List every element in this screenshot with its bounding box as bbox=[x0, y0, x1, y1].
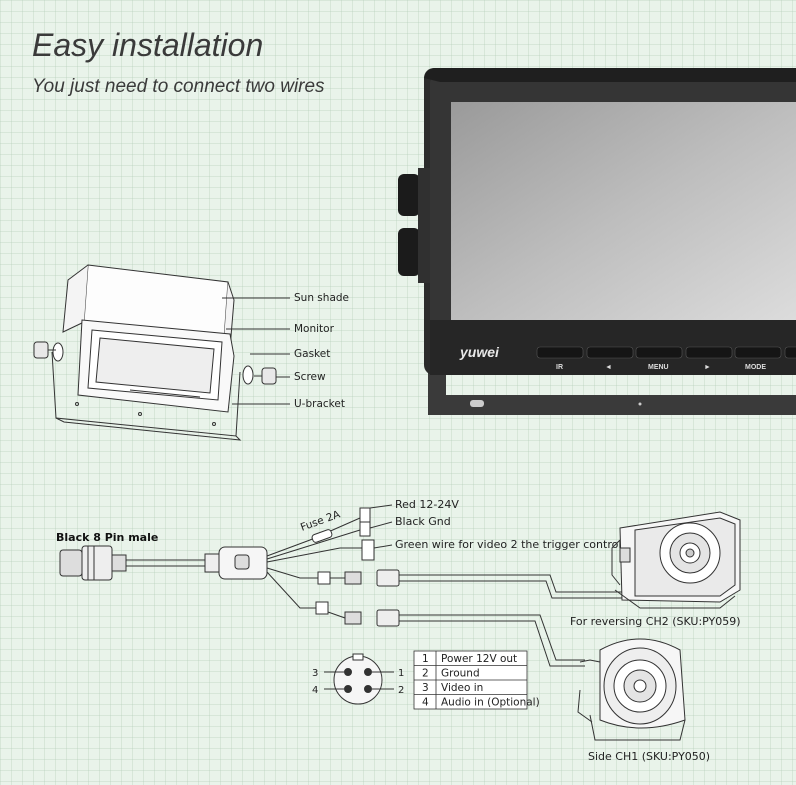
camera-ch2-drawing bbox=[611, 511, 741, 609]
label-wire-red: Red 12-24V bbox=[395, 498, 459, 511]
monitor-button-left: ◄ bbox=[605, 364, 612, 371]
wiring-diagram bbox=[59, 504, 622, 667]
pin-label-1: 1 bbox=[398, 668, 404, 679]
monitor-brand: yuwei bbox=[459, 344, 500, 360]
monitor-button-mode: MODE bbox=[745, 364, 766, 371]
pinout-row-desc: Audio in (Optional) bbox=[441, 697, 540, 709]
pin-label-3: 3 bbox=[312, 668, 318, 679]
monitor-button-ir: IR bbox=[556, 364, 563, 371]
pinout-row-desc: Ground bbox=[441, 668, 480, 680]
pinout-row-desc: Video in bbox=[441, 682, 483, 694]
label-fuse: Fuse 2A bbox=[299, 508, 343, 534]
pin-label-2: 2 bbox=[398, 685, 404, 696]
pinout-row-num: 4 bbox=[422, 697, 429, 709]
label-u-bracket: U-bracket bbox=[294, 398, 345, 410]
monitor-photo: yuwei IR ◄ MENU ► MODE bbox=[398, 68, 796, 415]
pinout-row-num: 2 bbox=[422, 668, 429, 680]
page-heading: Easy installation bbox=[32, 27, 264, 63]
pin-label-4: 4 bbox=[312, 685, 318, 696]
label-wire-green: Green wire for video 2 the trigger contr… bbox=[395, 538, 621, 551]
label-sun-shade: Sun shade bbox=[294, 292, 349, 304]
label-gasket: Gasket bbox=[294, 348, 330, 360]
label-camera-ch2: For reversing CH2 (SKU:PY059) bbox=[570, 615, 741, 628]
label-monitor: Monitor bbox=[294, 323, 335, 335]
camera-ch1-drawing bbox=[577, 638, 686, 741]
label-connector: Black 8 Pin male bbox=[56, 531, 158, 544]
pinout-row-num: 3 bbox=[422, 682, 429, 694]
label-wire-black: Black Gnd bbox=[395, 515, 451, 528]
pinout-row-desc: Power 12V out bbox=[441, 653, 517, 665]
exploded-view-drawing bbox=[33, 264, 290, 441]
page-subheading: You just need to connect two wires bbox=[32, 76, 325, 97]
monitor-button-menu: MENU bbox=[648, 364, 669, 371]
pinout-connector bbox=[324, 653, 394, 705]
pinout-table: 1 Power 12V out 2 Ground 3 Video in 4 Au… bbox=[413, 650, 540, 710]
pinout-row-num: 1 bbox=[422, 653, 429, 665]
label-screw: Screw bbox=[294, 371, 326, 383]
monitor-button-right: ► bbox=[704, 364, 711, 371]
label-camera-ch1: Side CH1 (SKU:PY050) bbox=[588, 750, 710, 763]
